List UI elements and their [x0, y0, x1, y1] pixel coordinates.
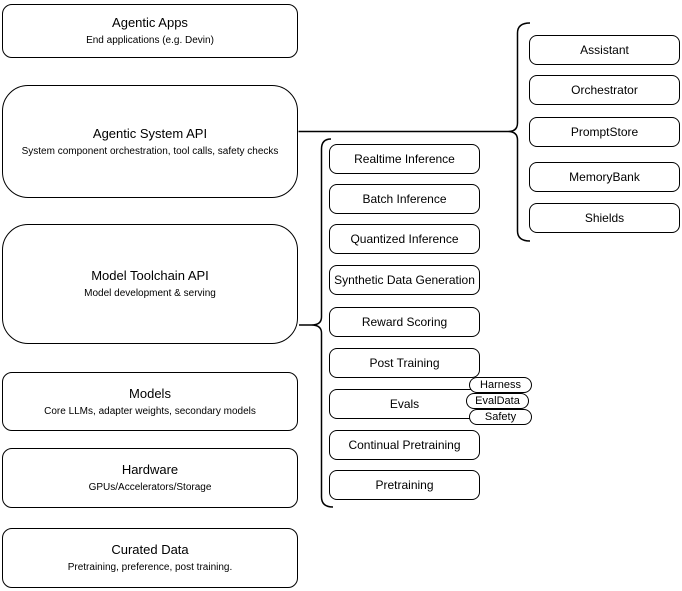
node-synthetic-data-generation: Synthetic Data Generation — [329, 265, 480, 295]
box-subtitle: Model development & serving — [84, 288, 216, 299]
node-assistant: Assistant — [529, 35, 680, 65]
box-title: Curated Data — [111, 542, 189, 557]
node-pretraining: Pretraining — [329, 470, 480, 500]
node-post-training: Post Training — [329, 348, 480, 378]
box-subtitle: System component orchestration, tool cal… — [21, 145, 279, 157]
box-title: Models — [129, 385, 171, 401]
box-model-toolchain-api: Model Toolchain API Model development & … — [2, 224, 298, 344]
toolchain-brace — [311, 138, 334, 508]
box-hardware: Hardware GPUs/Accelerators/Storage — [2, 448, 298, 508]
box-agentic-system-api: Agentic System API System component orch… — [2, 85, 298, 198]
node-orchestrator: Orchestrator — [529, 75, 680, 105]
node-evals: Evals — [329, 389, 480, 419]
box-subtitle: Core LLMs, adapter weights, secondary mo… — [44, 405, 256, 417]
box-agentic-apps: Agentic Apps End applications (e.g. Devi… — [2, 4, 298, 58]
system-components-brace — [507, 22, 531, 242]
box-title: Hardware — [121, 462, 179, 477]
node-shields: Shields — [529, 203, 680, 233]
node-continual-pretraining: Continual Pretraining — [329, 430, 480, 460]
node-batch-inference: Batch Inference — [329, 184, 480, 214]
box-title: Agentic System API — [92, 125, 208, 141]
node-memorybank: MemoryBank — [529, 162, 680, 192]
box-curated-data: Curated Data Pretraining, preference, po… — [2, 528, 298, 588]
box-subtitle: Pretraining, preference, post training. — [67, 562, 233, 573]
node-realtime-inference: Realtime Inference — [329, 144, 480, 174]
box-subtitle: GPUs/Accelerators/Storage — [88, 482, 212, 493]
box-subtitle: End applications (e.g. Devin) — [86, 35, 214, 46]
box-title: Model Toolchain API — [91, 268, 209, 283]
oval-harness: Harness — [469, 377, 532, 393]
oval-safety: Safety — [469, 409, 532, 425]
node-reward-scoring: Reward Scoring — [329, 307, 480, 337]
node-promptstore: PromptStore — [529, 117, 680, 147]
box-title: Agentic Apps — [112, 15, 188, 30]
box-models: Models Core LLMs, adapter weights, secon… — [2, 372, 298, 431]
node-quantized-inference: Quantized Inference — [329, 224, 480, 254]
oval-evaldata: EvalData — [466, 393, 529, 409]
